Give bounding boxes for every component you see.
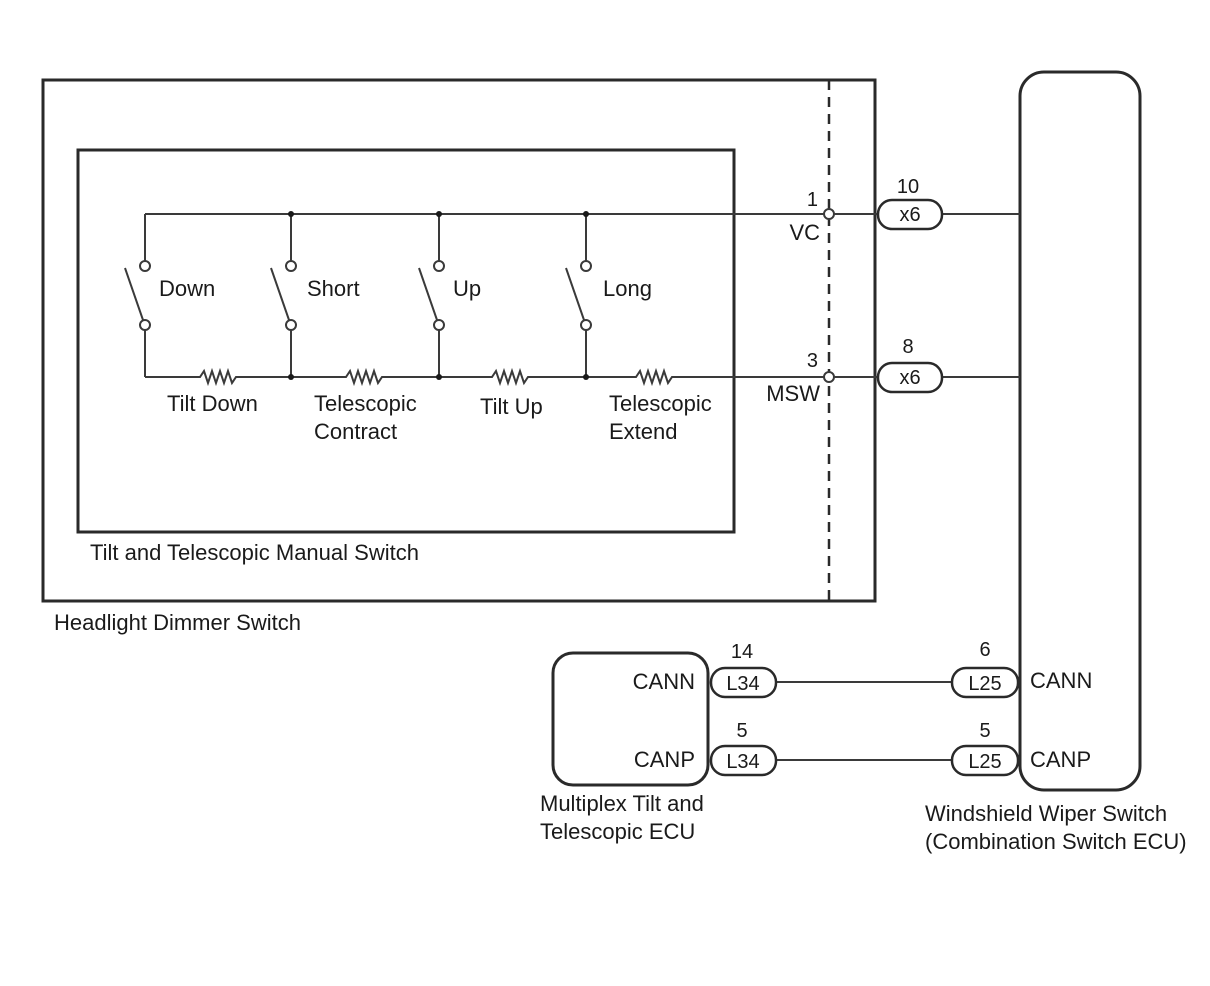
switch-short (270, 211, 297, 380)
resistor-label-tel-contract-2: Contract (314, 419, 397, 444)
wiper-cann-label: CANN (1030, 668, 1092, 693)
headlight-dimmer-switch-box (41, 78, 877, 603)
l34-canp-label: L34 (726, 751, 759, 773)
pin-msw-name: MSW (766, 381, 820, 406)
l25-connector-canp (950, 744, 1020, 777)
ecu-label-line2: Telescopic ECU (540, 819, 695, 844)
l34-connector-cann (709, 666, 778, 699)
x6-connector-vc (876, 198, 944, 231)
pin-vc-name: VC (789, 220, 820, 245)
switch-label-up: Up (453, 276, 481, 301)
x6-msw-pin-number: 8 (902, 336, 913, 358)
pin-msw-number: 3 (807, 350, 818, 372)
manual-switch-box (76, 148, 736, 534)
msw-wire (145, 367, 824, 387)
x6-vc-label: x6 (899, 204, 920, 226)
l34-cann-pin-number: 14 (731, 641, 753, 663)
switch-label-short: Short (307, 276, 360, 301)
l25-canp-label: L25 (968, 751, 1001, 773)
l25-connector-cann (950, 666, 1020, 699)
x6-msw-label: x6 (899, 367, 920, 389)
l34-canp-pin-number: 5 (736, 720, 747, 742)
switch-down (124, 214, 151, 377)
switch-label-down: Down (159, 276, 215, 301)
ecu-canp-label: CANP (634, 747, 695, 772)
tilt-telescopic-ecu-box (551, 651, 710, 787)
wiper-label-line2: (Combination Switch ECU) (925, 829, 1187, 854)
wiper-switch-box (1018, 70, 1142, 792)
resistor-label-tel-extend-2: Extend (609, 419, 678, 444)
ecu-cann-label: CANN (633, 669, 695, 694)
l25-canp-pin-number: 5 (979, 720, 990, 742)
wiper-label-line1: Windshield Wiper Switch (925, 801, 1167, 826)
ecu-label-line1: Multiplex Tilt and (540, 791, 704, 816)
l25-cann-pin-number: 6 (979, 639, 990, 661)
wiper-canp-label: CANP (1030, 747, 1091, 772)
resistor-label-tel-extend-1: Telescopic (609, 391, 712, 416)
resistor-label-tilt-up: Tilt Up (480, 394, 543, 419)
resistor-label-tilt-down: Tilt Down (167, 391, 258, 416)
switch-up (418, 211, 445, 380)
l34-cann-label: L34 (726, 673, 759, 695)
l25-cann-label: L25 (968, 673, 1001, 695)
x6-connector-msw (876, 361, 944, 394)
headlight-dimmer-switch-label: Headlight Dimmer Switch (54, 610, 301, 635)
switch-long (565, 211, 592, 380)
pin-vc-number: 1 (807, 189, 818, 211)
manual-switch-label: Tilt and Telescopic Manual Switch (90, 540, 419, 565)
x6-vc-pin-number: 10 (897, 176, 919, 198)
l34-connector-canp (709, 744, 778, 777)
vc-terminal (823, 208, 835, 220)
switch-label-long: Long (603, 276, 652, 301)
msw-terminal (823, 371, 835, 383)
resistor-label-tel-contract-1: Telescopic (314, 391, 417, 416)
